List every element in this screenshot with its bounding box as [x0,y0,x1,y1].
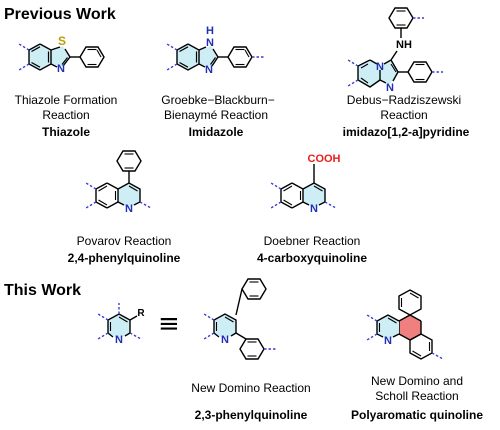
thiazole-ring-fill [51,46,70,67]
polyaromatic-n-label: N [384,335,392,347]
dashed-attachment-bond [129,332,142,340]
phenylquinoline-23-label: 2,3-phenylquinoline [194,408,308,422]
r-substituted-pyridine-structure: N R [97,303,145,346]
polyaromatic-quinoline-structure: N [366,289,444,360]
carboxyquinoline-label: 4-carboxyquinoline [256,251,368,265]
carboxylic-acid-label: COOH [308,153,341,165]
dashed-attachment-bond [97,313,109,321]
dashed-attachment-bond [139,201,152,209]
previous-work-heading: Previous Work [4,6,116,23]
dashed-attachment-bond [166,63,178,71]
dashed-attachment-bond [324,201,337,209]
domino-scholl-line2: Scholl Reaction [375,389,459,403]
dashed-attachment-bond [270,182,282,190]
benzimidazole-structure: H N N [166,25,264,76]
this-work-heading: This Work [4,282,82,299]
amine-nh-label: NH [396,39,412,51]
sulfur-atom-label: S [58,34,66,48]
dashed-attachment-bond [18,43,30,51]
povarov-reaction-label: Povarov Reaction [76,234,172,248]
scholl-ring-fill [399,315,421,340]
phenylquinoline-24-label: 2,4-phenylquinoline [67,251,181,265]
carboxyquinoline-structure: COOH N [270,153,341,215]
imidazole-ring-fill [199,46,218,67]
domino-scholl-line1: New Domino and [370,374,464,388]
imidazole-n1-label: N [206,37,214,49]
thiazole-reaction-line1: Thiazole Formation [14,93,118,107]
phenylquinoline-23-structure: N [203,278,276,360]
dashed-attachment-bond [347,59,359,67]
dashed-attachment-bond [85,201,97,209]
thiazole-reaction-line2: Reaction [42,108,90,122]
imidazole-reaction-line2: Bienaymé Reaction [163,108,269,122]
doebner-reaction-label: Doebner Reaction [263,234,361,248]
pyridine-r-n-label: N [115,334,123,346]
dashed-attachment-bond [203,332,215,340]
new-domino-reaction-label: New Domino Reaction [191,381,311,395]
imidazopyridine-structure: NH N N [347,7,443,94]
imidazopyridine-reaction-line1: Debus−Radziszewski [346,93,462,107]
dashed-attachment-bond [366,333,378,341]
imidazopyridine-n-label: N [386,82,394,94]
imidazole-product-label: Imidazole [188,125,244,139]
quinoline-23-n-label: N [221,334,229,346]
r-group-label: R [137,308,145,319]
imidazole-nh-label: H [206,25,214,37]
imidazole-reaction-line1: Groebke−Blackburn− [161,93,275,107]
polyaromatic-quinoline-label: Polyaromatic quinoline [350,408,484,422]
bridgehead-n-label: N [376,61,384,73]
quinoline-24-n-label: N [125,203,133,215]
phenylquinoline-24-structure: N [85,150,152,215]
dashed-attachment-bond [366,314,378,322]
benzothiazole-structure: S N [18,34,105,75]
dashed-attachment-bond [85,182,97,190]
nitrogen-atom-label: N [57,63,65,75]
imidazopyridine-reaction-line2: Reaction [380,108,428,122]
dashed-attachment-bond [18,63,30,71]
dashed-attachment-bond [97,332,109,340]
dashed-attachment-bond [347,79,359,87]
imidazole-part-fill [380,60,398,84]
equivalence-symbol: ≡ [158,309,180,339]
imidazopyridine-product-label: imidazo[1,2-a]pyridine [342,125,470,139]
dashed-attachment-bond [203,313,215,321]
thiazole-product-label: Thiazole [41,125,91,139]
imidazole-n3-label: N [205,64,213,76]
dashed-attachment-bond [270,201,282,209]
dashed-attachment-bond [166,43,178,51]
quinoline-4-n-label: N [310,203,318,215]
dashed-attachment-bond [431,352,444,360]
